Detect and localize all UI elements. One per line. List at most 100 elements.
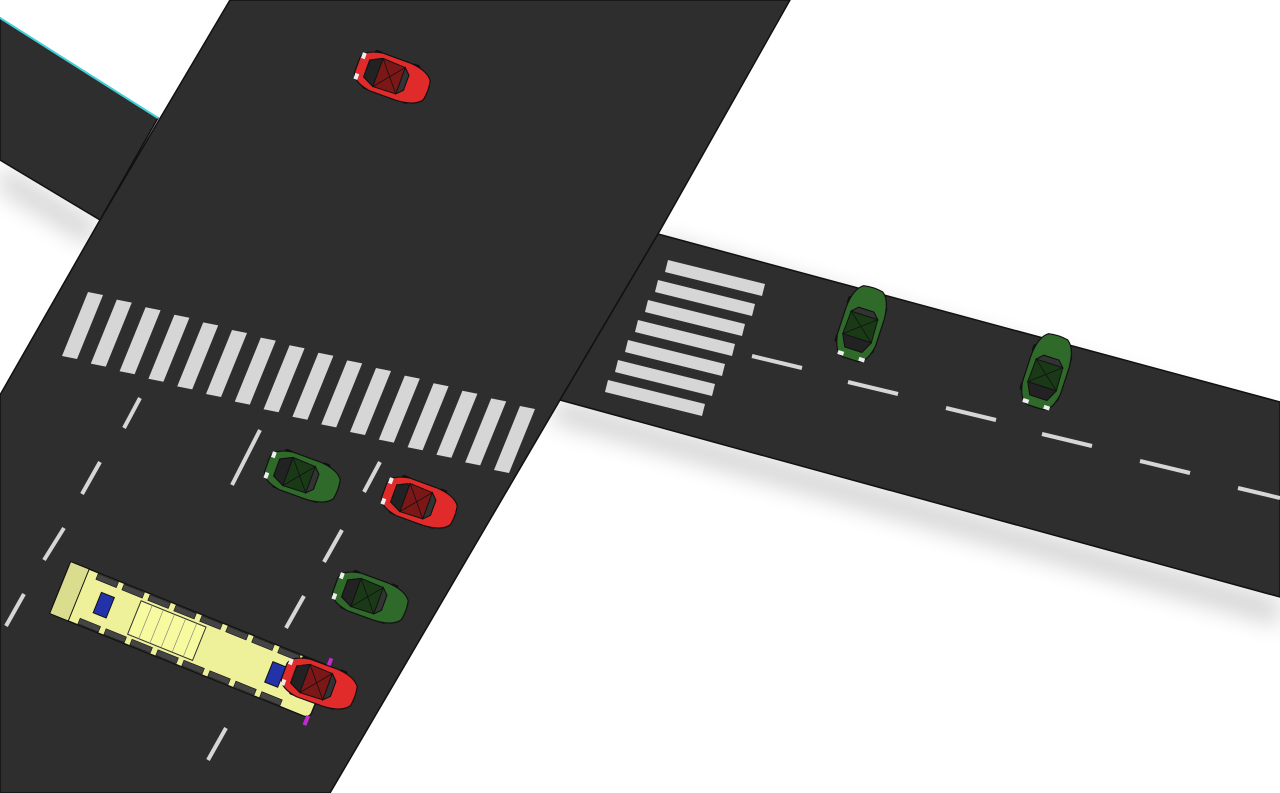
crosswalk-stripe	[350, 368, 391, 435]
lane-dash	[42, 526, 66, 562]
bus-window	[147, 594, 171, 609]
car-windshield	[1027, 380, 1058, 401]
bus-window	[199, 615, 223, 630]
car-windshield	[290, 663, 311, 694]
bus-window	[233, 680, 257, 696]
bus-window	[155, 649, 179, 664]
crosswalk-stripe	[321, 360, 363, 428]
bus-roof-line	[160, 614, 175, 648]
crosswalk-stripe	[292, 352, 334, 420]
headlight	[353, 72, 360, 80]
headlight	[387, 477, 394, 485]
car-rear-window	[394, 66, 410, 95]
bus-window	[259, 691, 283, 706]
crosswalk-stripe	[206, 330, 247, 397]
crosswalk-stripe	[263, 345, 305, 413]
bus	[49, 560, 334, 726]
bus-window	[103, 628, 127, 643]
lane-dash	[945, 406, 997, 422]
car	[263, 448, 341, 503]
car	[380, 474, 458, 529]
lane-dash	[1041, 432, 1093, 448]
car-windshield	[390, 482, 411, 513]
bus-rear	[49, 560, 90, 622]
car-rear-window	[372, 586, 388, 615]
crosswalk-stripe	[407, 383, 449, 451]
car-windshield	[363, 57, 384, 88]
crosswalk-stripe	[635, 320, 735, 356]
bus-mirror	[302, 715, 311, 726]
bus-roof-line	[138, 605, 153, 639]
car	[280, 655, 358, 710]
bus-window	[207, 670, 231, 685]
car-line	[292, 457, 307, 494]
east-crosswalk	[605, 260, 765, 416]
car-line	[399, 492, 433, 512]
car-line	[350, 587, 384, 607]
car-rear-window	[321, 672, 337, 701]
crosswalk-stripe	[148, 314, 190, 382]
car-line	[1027, 367, 1063, 382]
lane-dash	[4, 593, 26, 627]
crosswalk-stripe	[62, 292, 103, 359]
bus-roof-line	[149, 609, 164, 644]
lane-dash	[122, 397, 142, 429]
lane-dash	[206, 727, 228, 761]
headlight	[858, 356, 866, 363]
headlight	[1022, 398, 1030, 404]
bus-window	[173, 604, 197, 620]
crosswalk-stripe	[615, 360, 715, 396]
headlight	[837, 350, 845, 356]
car-rear-window	[421, 491, 437, 520]
lane-dash	[847, 380, 899, 396]
car	[353, 49, 431, 104]
car-windshield	[341, 577, 362, 608]
crosswalk-stripe	[90, 299, 132, 367]
lane-dash	[230, 429, 262, 486]
bus-window	[95, 573, 119, 588]
crosswalk-stripe	[605, 380, 705, 416]
headlight	[287, 658, 294, 666]
crosswalk-stripe	[465, 398, 507, 466]
crosswalk-stripe	[645, 300, 745, 336]
car-line	[360, 578, 375, 615]
car-rear-window	[849, 306, 879, 321]
crosswalk-stripe	[655, 280, 755, 316]
car-line	[1035, 358, 1057, 392]
bus-roof-line	[182, 623, 198, 657]
lane-dash	[80, 461, 102, 495]
crosswalk-stripe	[234, 337, 276, 405]
car-windshield	[842, 332, 873, 353]
crosswalk-stripe	[177, 322, 219, 390]
car-rear-window	[304, 465, 320, 494]
headlight	[360, 52, 367, 60]
car-line	[372, 67, 406, 87]
bus-window	[121, 583, 145, 599]
bus-window	[225, 625, 249, 641]
crosswalk-stripe	[494, 406, 535, 473]
bus-roof-line	[171, 618, 186, 653]
headlight	[331, 592, 338, 600]
bus-roof-panel	[126, 600, 207, 662]
car-line	[842, 319, 878, 334]
vehicles-layer	[49, 49, 1073, 726]
bus-window	[251, 636, 275, 651]
lane-dash	[1139, 459, 1191, 475]
crosswalk-stripe	[436, 390, 478, 458]
crosswalk-stripe	[625, 340, 725, 376]
headlight	[1043, 404, 1051, 411]
car-line	[382, 58, 397, 95]
lane-dash	[284, 595, 306, 629]
car-line	[282, 466, 316, 486]
car	[331, 569, 409, 624]
main-road	[0, 0, 791, 793]
bus-window	[77, 617, 101, 633]
headlight	[380, 497, 387, 505]
bus-roof-hatch	[92, 591, 116, 619]
main-crosswalk	[62, 292, 535, 473]
bus-window	[181, 659, 205, 675]
crosswalk-stripe	[119, 307, 161, 375]
headlight	[263, 471, 270, 479]
